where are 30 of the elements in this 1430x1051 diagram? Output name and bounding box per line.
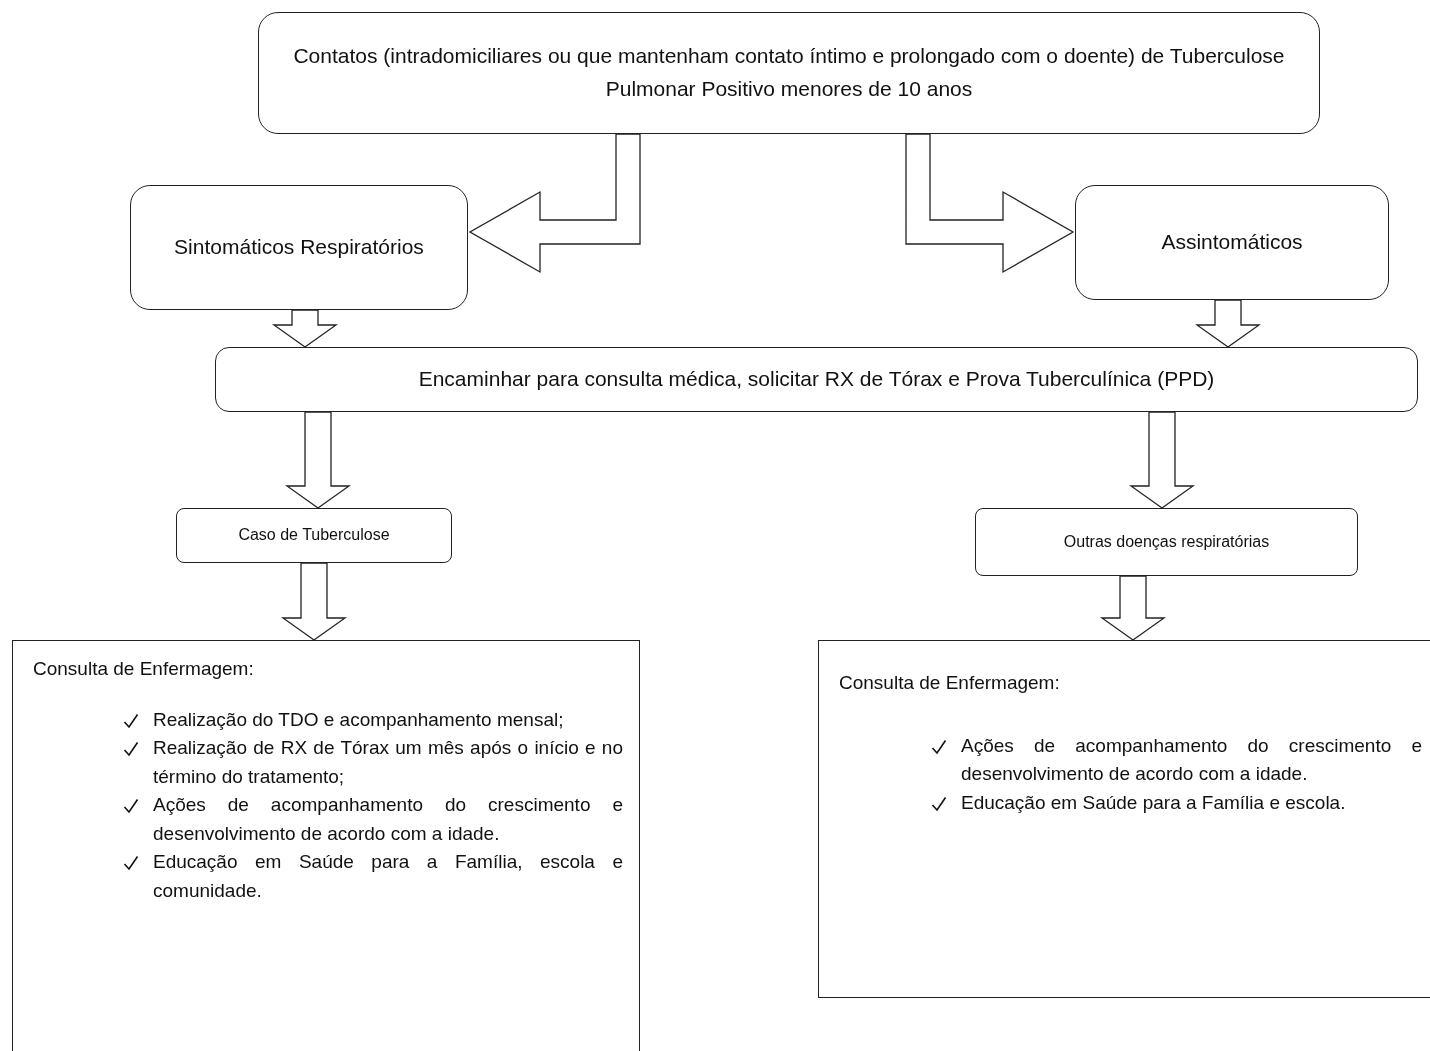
heading: Consulta de Enfermagem: — [33, 657, 255, 681]
list-item-text: Ações de acompanhamento do crescimento e desenvolvimento de acordo com a idade. — [153, 793, 623, 846]
list-item-text: Educação em Saúde para a Família e escola. — [961, 790, 1347, 815]
block-arrow — [284, 411, 352, 509]
block-arrow — [1099, 575, 1167, 641]
list-item-text: Realização de RX de Tórax um mês após o início e no término do tratamento; — [153, 736, 623, 789]
node-label: Encaminhar para consulta médica, solicitar RX de Tórax e Prova Tuberculínica (PPD) — [418, 366, 1215, 393]
block-arrow — [468, 133, 641, 274]
process-box — [258, 12, 1320, 134]
heading: Consulta de Enfermagem: — [839, 671, 1061, 695]
node-label: Contatos (intradomiciliares ou que mantenham contato íntimo e prolongado com o doente) de Tuberculose Pulmonar Positivo menores de 10 anos — [292, 43, 1286, 102]
block-arrow — [271, 309, 339, 348]
list-item-text: Realização do TDO e acompanhamento mensal; — [153, 707, 565, 732]
node-label: Outras doenças respiratórias — [1063, 531, 1270, 552]
node-label: Sintomáticos Respiratórios — [174, 234, 424, 261]
process-box — [1075, 185, 1389, 300]
block-arrow — [280, 562, 348, 641]
node-label: Assintomáticos — [1161, 229, 1303, 256]
process-box — [975, 508, 1358, 576]
process-box — [176, 508, 452, 563]
text-panel — [12, 640, 640, 1051]
text-panel — [818, 640, 1430, 998]
node-label: Caso de Tuberculose — [238, 525, 390, 546]
block-arrow — [1194, 299, 1262, 348]
process-box — [215, 347, 1418, 412]
block-arrow — [1128, 411, 1196, 509]
list-item-text: Ações de acompanhamento do crescimento e desenvolvimento de acordo com a idade. — [961, 733, 1422, 786]
list-item-text: Educação em Saúde para a Família, escola e comunidade. — [153, 850, 623, 903]
block-arrow — [905, 133, 1075, 274]
process-box — [130, 185, 468, 310]
